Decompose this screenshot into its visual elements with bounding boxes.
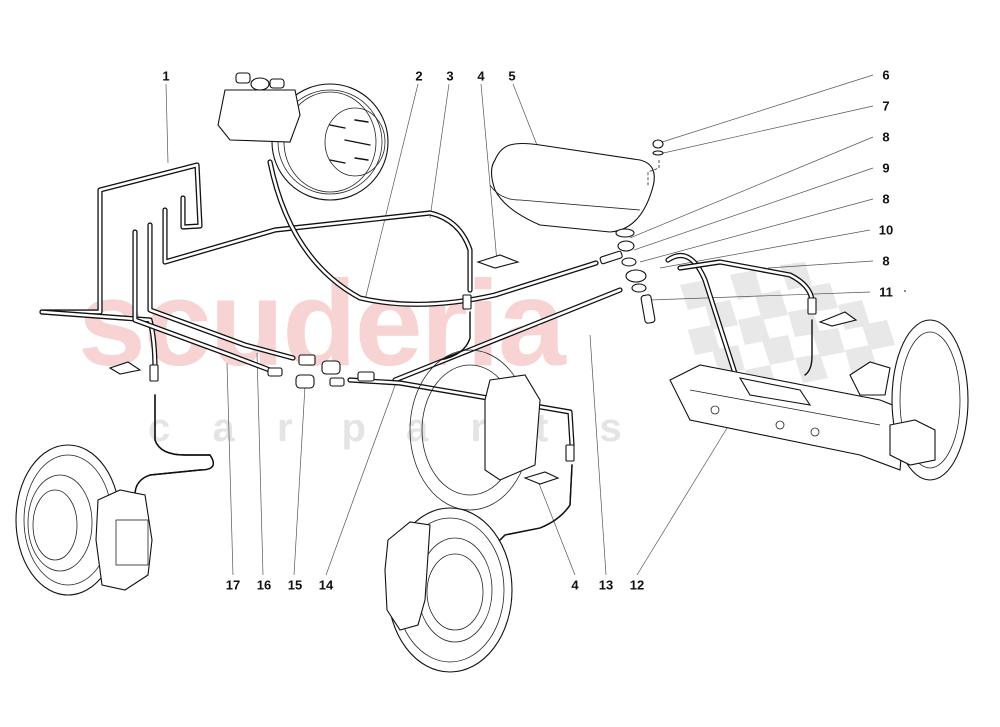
callout-11: 11 [879,284,893,300]
callout-8c: 8 [882,253,890,269]
callout-3: 3 [446,68,454,84]
brake-lines-13-14 [347,287,623,448]
brake-line-1 [39,162,203,373]
fittings [149,240,817,462]
callout-15: 15 [287,577,303,593]
callout-13: 13 [598,577,614,593]
brake-fluid-reservoir [489,139,664,238]
callout-4: 4 [477,68,485,84]
brake-booster-master-cylinder [217,72,389,201]
callout-8a: 8 [882,129,890,145]
callout-5: 5 [508,68,516,84]
front-left-brake-disc [15,444,153,596]
brake-line-2 [267,159,599,307]
callout-17: 17 [225,577,241,593]
checkered-flag-watermark [680,262,895,395]
brackets [108,254,858,485]
leader-lines [165,74,874,576]
callout-10: 10 [878,222,894,238]
front-right-brake-disc [384,507,513,673]
brake-lines-16-17 [132,207,473,375]
callout-2: 2 [415,68,423,84]
rear-right-brake-disc [849,319,969,481]
callout-14: 14 [318,577,334,593]
callout-16: 16 [256,577,272,593]
callout-1: 1 [162,68,170,84]
callout-7: 7 [882,98,890,114]
rear-left-brake-disc [409,349,541,511]
callout-6: 6 [882,67,890,83]
callout-12: 12 [629,577,645,593]
callout-8b: 8 [882,191,890,207]
stray-dot [904,290,906,292]
callout-9: 9 [882,160,890,176]
callout-4b: 4 [571,577,579,593]
